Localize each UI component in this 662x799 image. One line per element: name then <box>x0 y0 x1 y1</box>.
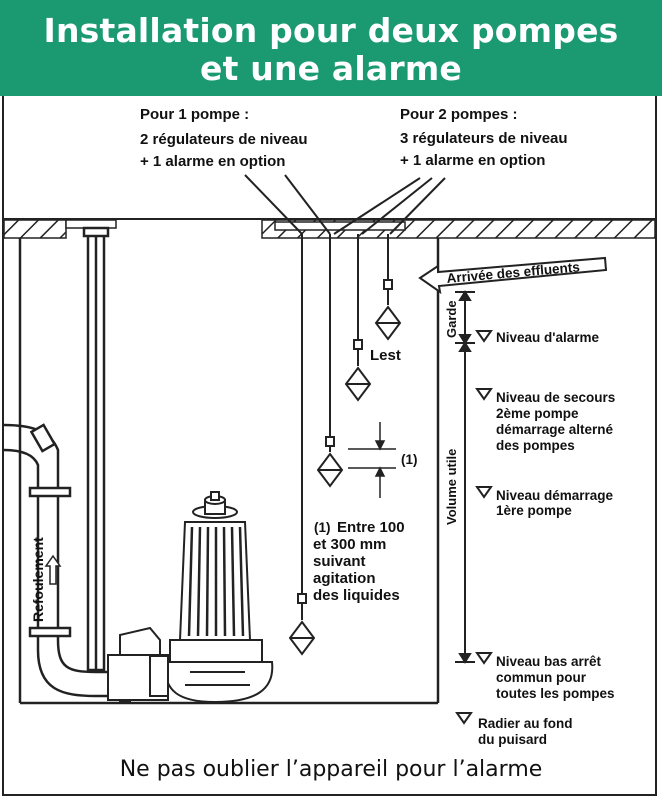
footer-note: Ne pas oublier l’appareil pour l’alarme <box>119 757 543 782</box>
level-stop-2: commun pour <box>496 670 586 685</box>
note-line-1: Entre 100 <box>337 519 405 536</box>
level-alarm: Niveau d'alarme <box>496 330 600 345</box>
float-switch-1 <box>288 234 316 656</box>
diagram-frame <box>2 96 657 796</box>
float-switch-2 <box>316 234 344 488</box>
note-marker: (1) <box>314 520 331 535</box>
float-switch-3 <box>344 234 372 402</box>
top-slab <box>3 218 656 239</box>
callout-2-line1: 3 régulateurs de niveau <box>400 130 568 147</box>
inlet-arrow <box>418 256 608 295</box>
callout-2-line2: + 1 alarme en option <box>400 152 546 169</box>
float-switch-alarm <box>374 234 402 341</box>
submersible-pump <box>107 491 274 704</box>
level-backup-3: démarrage alterné <box>496 422 614 437</box>
callout-1-line2: + 1 alarme en option <box>140 153 286 170</box>
level-stop-1: Niveau bas arrêt <box>496 654 602 669</box>
level-floor-1: Radier au fond <box>478 716 573 731</box>
title-line-2: et une alarme <box>200 49 462 88</box>
level-stop-3: toutes les pompes <box>496 686 615 701</box>
discharge-label: Refoulement <box>30 537 46 622</box>
garde-label: Garde <box>444 300 459 338</box>
callout-1-line1: 2 régulateurs de niveau <box>140 131 308 148</box>
weight-label: Lest <box>370 347 401 364</box>
guide-rail <box>82 226 110 672</box>
level-scale <box>455 290 475 664</box>
note-line-4: agitation <box>313 570 376 587</box>
level-floor-2: du puisard <box>478 732 548 747</box>
dimension-marker <box>348 422 396 498</box>
header-banner: Installation pour deux pompes et une ala… <box>0 0 662 96</box>
level-backup-4: des pompes <box>496 438 575 453</box>
callout-1-title: Pour 1 pompe : <box>140 106 250 123</box>
note-line-2: et 300 mm <box>313 536 387 553</box>
callout-2-title: Pour 2 pompes : <box>400 106 518 123</box>
level-start-1: Niveau démarrage <box>496 488 614 503</box>
title-line-1: Installation pour deux pompes <box>43 11 619 50</box>
volume-label: Volume utile <box>444 448 459 525</box>
dimension-label: (1) <box>401 452 418 467</box>
note-line-5: des liquides <box>313 587 400 604</box>
note-line-3: suivant <box>313 553 366 570</box>
pit-walls <box>18 238 440 705</box>
level-triangles <box>455 330 493 725</box>
level-backup-2: 2ème pompe <box>496 406 579 421</box>
callout-leaders <box>244 174 446 235</box>
level-start-2: 1ère pompe <box>496 503 572 518</box>
discharge-pipe <box>3 423 150 698</box>
level-backup-1: Niveau de secours <box>496 390 616 405</box>
